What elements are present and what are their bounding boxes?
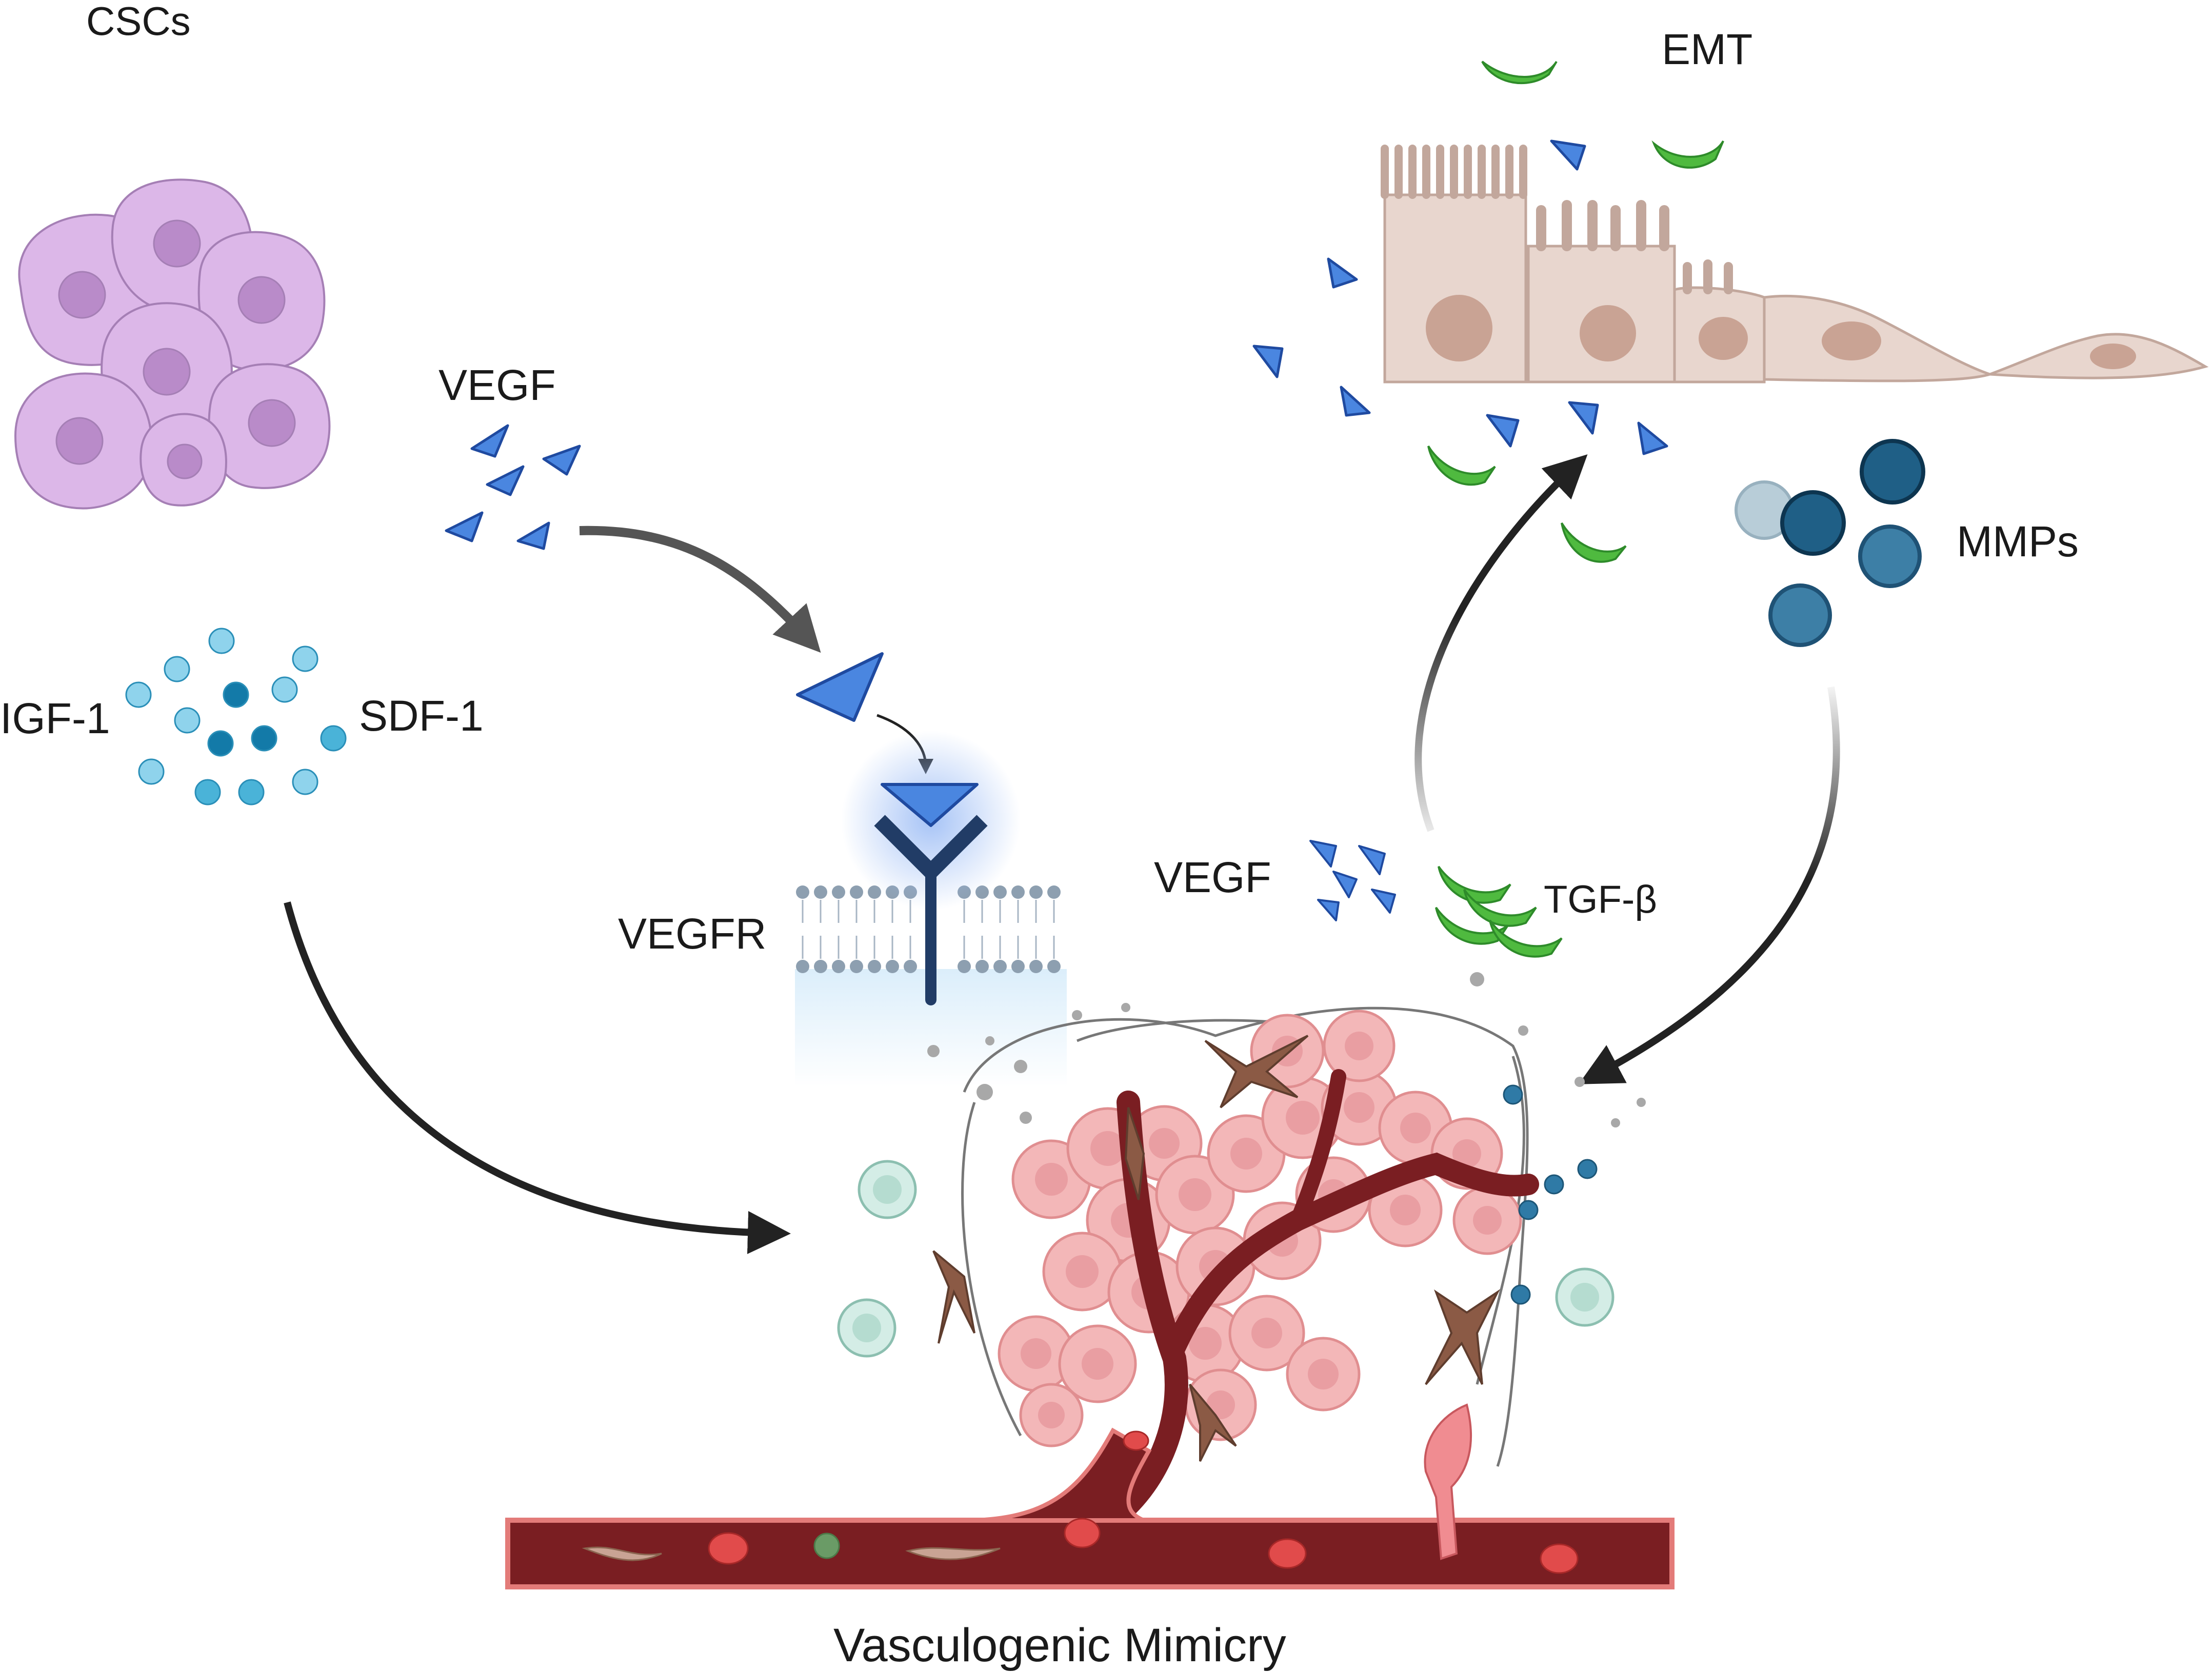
- mmps-label: MMPs: [1957, 517, 2079, 566]
- vegf-triangle-icon: [445, 424, 581, 550]
- igf1-label: IGF-1: [0, 694, 110, 742]
- tgfb-label: TGF-β: [1544, 878, 1657, 921]
- csc-label: CSCs: [86, 0, 191, 44]
- vegf-right-label: VEGF: [1154, 853, 1271, 901]
- sdf1-label: SDF-1: [359, 692, 484, 740]
- tumor-to-emt-arrow: [1414, 454, 1588, 832]
- mmp-to-tumor-arrow: [1578, 686, 1840, 1084]
- tumor-vessel-network-icon: [505, 972, 1675, 1589]
- tgf-beta-crescent-icon: [1427, 61, 1724, 563]
- emt-label: EMT: [1662, 25, 1752, 73]
- growth-factor-to-tumor-arrow: [284, 901, 791, 1254]
- epithelial-mesenchymal-transition-icon: [1381, 145, 2209, 384]
- mmp-spheres-icon: [1735, 439, 1925, 647]
- growth-factor-dots-icon: [125, 628, 347, 805]
- vegf-ligand-icon: [796, 652, 884, 722]
- tgf-beta-crescent-icon: [1435, 865, 1563, 958]
- csc-cluster-icon: [14, 178, 331, 510]
- vegf-receptor-icon: [841, 731, 1021, 1005]
- vegf-to-receptor-arrow: [579, 526, 821, 653]
- caption: Vasculogenic Mimicry: [833, 1619, 1286, 1671]
- vegf-left-label: VEGF: [439, 361, 556, 409]
- vegf-triangle-icon: [1309, 840, 1396, 921]
- vegf-triangle-icon: [1252, 139, 1668, 455]
- vegfr-label: VEGFR: [618, 910, 766, 958]
